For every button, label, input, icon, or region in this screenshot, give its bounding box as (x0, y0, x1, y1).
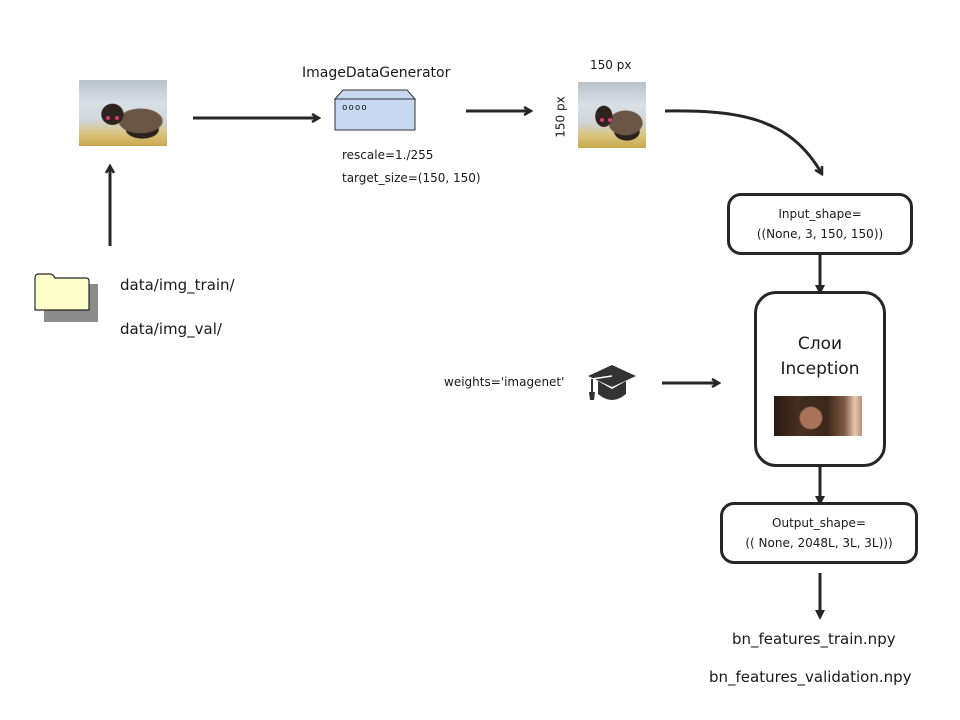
output-shape-box: Output_shape= (( None, 2048L, 3L, 3L))) (720, 502, 918, 564)
inception-layers-box: Слои Inception (754, 291, 886, 467)
weights-label: weights='imagenet' (444, 375, 565, 389)
height-label: 150 px (553, 96, 568, 138)
path-train: data/img_train/ (120, 276, 235, 294)
arrow-resized-to-input (664, 109, 824, 174)
inception-title-line1: Слои (797, 334, 843, 354)
output-file-validation: bn_features_validation.npy (709, 668, 912, 686)
output-shape-value: (( None, 2048L, 3L, 3L))) (745, 536, 893, 550)
input-shape-label: Input_shape= (778, 207, 862, 221)
inception-title-line2: Inception (780, 359, 860, 379)
generator-device-label: oooo (342, 103, 368, 113)
path-val: data/img_val/ (120, 320, 222, 338)
generator-param-rescale: rescale=1./255 (342, 148, 434, 162)
generator-param-target-size: target_size=(150, 150) (342, 171, 481, 185)
output-shape-label: Output_shape= (772, 516, 866, 530)
resized-cat-image (578, 82, 646, 148)
folder-icon (34, 270, 98, 324)
inception-movie-still (774, 396, 862, 436)
width-label: 150 px (590, 58, 632, 72)
graduation-cap-icon (586, 362, 638, 404)
output-file-train: bn_features_train.npy (732, 630, 896, 648)
input-shape-box: Input_shape= ((None, 3, 150, 150)) (727, 193, 913, 255)
source-cat-image (79, 80, 167, 146)
generator-title: ImageDataGenerator (302, 65, 451, 81)
generator-device-icon: oooo (333, 89, 417, 131)
input-shape-value: ((None, 3, 150, 150)) (756, 227, 884, 241)
